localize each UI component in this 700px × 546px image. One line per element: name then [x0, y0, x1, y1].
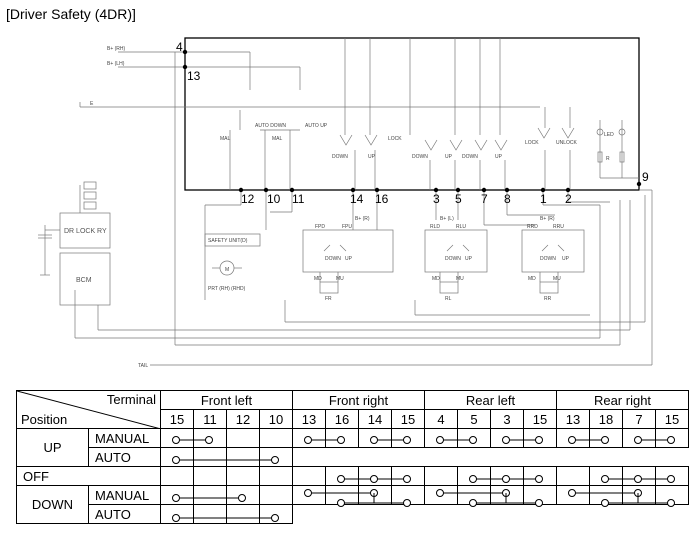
pin-11: 11 [292, 192, 305, 206]
label-rld: RLD [430, 224, 440, 230]
terminal-header: 12 [226, 409, 260, 429]
label-e: E [90, 101, 94, 107]
mode-down-auto: AUTO [88, 504, 161, 524]
label-bplus-l-rl: B+ (L) [440, 216, 454, 222]
diagram-title: [Driver Safety (4DR)] [6, 6, 136, 22]
label-mu-rl: MU [456, 276, 464, 282]
terminal-header: 15 [655, 409, 689, 429]
pin-12: 12 [241, 192, 255, 206]
label-bplus-rh: B+ (RH) [107, 46, 126, 52]
pin-3: 3 [433, 192, 440, 206]
pin-10: 10 [267, 192, 281, 206]
terminal-table: Terminal Position Front left Front right… [16, 390, 689, 524]
group-front-left: Front left [160, 390, 293, 410]
label-auto-down: AUTO DOWN [255, 123, 286, 129]
label-down-3: DOWN [462, 154, 478, 160]
label-down-1: DOWN [332, 154, 348, 160]
terminal-header: 15 [523, 409, 557, 429]
pin-14: 14 [350, 192, 364, 206]
label-rl: RL [445, 296, 452, 302]
label-up-2: UP [445, 154, 453, 160]
label-rr: RR [544, 296, 552, 302]
label-mu-fr: MU [336, 276, 344, 282]
label-r: R [606, 156, 610, 162]
label-down-rr: DOWN [540, 256, 556, 262]
group-rear-left: Rear left [424, 390, 557, 410]
driver-switch-box [184, 37, 640, 191]
group-rear-right: Rear right [556, 390, 689, 410]
label-bcm: BCM [76, 277, 92, 284]
label-fpu: FPU [342, 224, 352, 230]
pin-13: 13 [187, 69, 201, 83]
label-power-window-front: PRT (RH) (RHD) [208, 286, 246, 292]
label-md-rl: MD [432, 276, 440, 282]
label-led: LED [604, 132, 614, 138]
label-man-2: MAL [272, 136, 283, 142]
label-up-rl: UP [465, 256, 473, 262]
label-up-fr: UP [345, 256, 353, 262]
position-down: DOWN [16, 485, 89, 524]
terminal-header: 15 [160, 409, 194, 429]
label-rlu: RLU [456, 224, 466, 230]
terminal-header: 15 [391, 409, 425, 429]
header-position: Position [21, 412, 68, 427]
pin-9: 9 [642, 170, 649, 184]
terminal-header: 13 [292, 409, 326, 429]
mode-down-manual: MANUAL [88, 485, 161, 505]
header-diagonal [17, 391, 161, 429]
position-up: UP [16, 428, 89, 467]
label-fr: FR [325, 296, 332, 302]
label-fpd: FPD [315, 224, 325, 230]
label-down-rl: DOWN [445, 256, 461, 262]
label-rrd: RRD [527, 224, 538, 230]
group-front-right: Front right [292, 390, 425, 410]
label-safety-unit: SAFETY UNIT(D) [208, 238, 248, 244]
label-down-2: DOWN [412, 154, 428, 160]
terminal-header: 14 [358, 409, 392, 429]
label-auto-up: AUTO UP [305, 123, 328, 129]
label-tail: TAIL [138, 363, 148, 369]
label-up-1: UP [368, 154, 376, 160]
label-bplus-lh: B+ (LH) [107, 61, 125, 67]
pin-4: 4 [176, 40, 183, 54]
label-rru: RRU [553, 224, 564, 230]
label-down-fr: DOWN [325, 256, 341, 262]
pin-16: 16 [375, 192, 389, 206]
label-motor-m: M [225, 267, 229, 273]
terminal-header: 3 [490, 409, 524, 429]
terminal-header: 7 [622, 409, 656, 429]
terminal-header: 4 [424, 409, 458, 429]
label-unlock: UNLOCK [556, 140, 578, 146]
wiring-diagram: 4 13 9 12 10 11 14 16 3 5 7 8 1 2 B+ (RH… [38, 37, 653, 369]
pin-5: 5 [455, 192, 462, 206]
label-dr-lock-ry: DR LOCK RY [64, 228, 107, 235]
pin-2: 2 [565, 192, 572, 206]
label-up-rr: UP [562, 256, 570, 262]
label-bplus-r-fr: B+ (R) [355, 216, 370, 222]
label-lock-2: LOCK [525, 140, 539, 146]
label-md-rr: MD [528, 276, 536, 282]
terminal-header: 18 [589, 409, 623, 429]
terminal-header: 13 [556, 409, 590, 429]
label-up-3: UP [495, 154, 503, 160]
header-terminal: Terminal [106, 392, 156, 407]
terminal-header: 10 [259, 409, 293, 429]
terminal-header: 5 [457, 409, 491, 429]
label-man-1: MAL [220, 136, 231, 142]
pin-8: 8 [504, 192, 511, 206]
pin-1: 1 [540, 192, 547, 206]
terminal-header: 16 [325, 409, 359, 429]
header-corner: Terminal Position [16, 390, 161, 429]
label-mu-rr: MU [553, 276, 561, 282]
mode-up-auto: AUTO [88, 447, 161, 467]
mode-up-manual: MANUAL [88, 428, 161, 448]
label-md-fr: MD [314, 276, 322, 282]
terminal-header: 11 [193, 409, 227, 429]
pin-7: 7 [481, 192, 488, 206]
label-lock: LOCK [388, 136, 402, 142]
position-off: OFF [16, 466, 161, 486]
label-bplus-r-rr: B+ (R) [540, 216, 555, 222]
